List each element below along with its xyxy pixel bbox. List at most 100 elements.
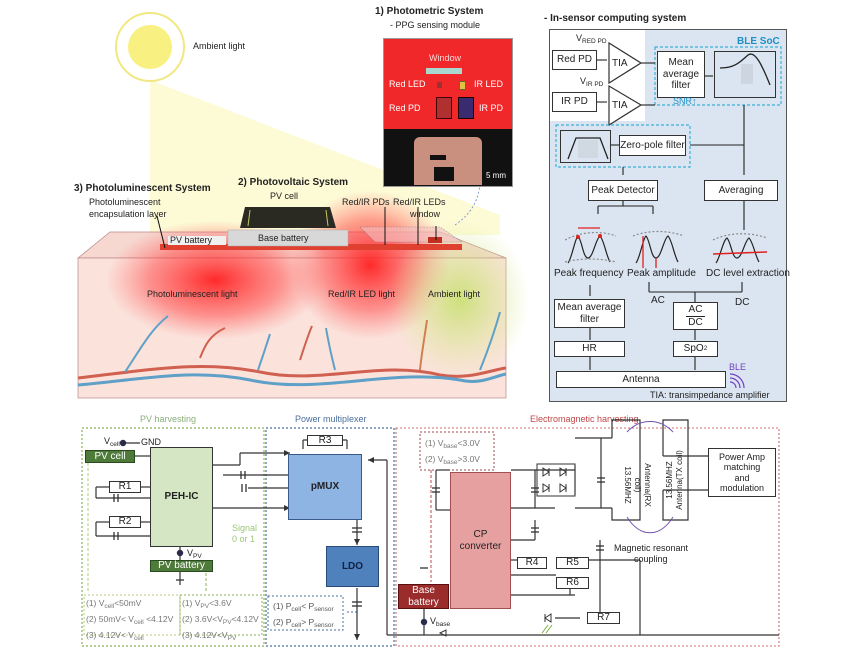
cell-condition-2: (2) 50mV< Vcell <4.12V	[86, 614, 174, 626]
em-harvesting-region	[395, 427, 780, 647]
peak-detector-block: Peak Detector	[588, 180, 658, 201]
pv-battery-label: PV battery	[170, 235, 213, 245]
vbase-condition-1: (1) Vbase<3.0V	[425, 438, 480, 450]
ble-soc-label: BLE SoC	[737, 36, 780, 47]
cell-conditions-list: (1) Vcell<50mV (2) 50mV< Vcell <4.12V (3…	[86, 597, 173, 645]
r5-resistor: R5	[556, 557, 589, 569]
bandpass-filter-shape-block	[560, 130, 611, 163]
pmux-block: pMUX	[288, 454, 362, 520]
pv-cell-label: PV cell	[270, 191, 299, 201]
tia-triangle-2	[608, 84, 643, 127]
ppg-module-photo: Window Red LED IR LED Red PD IR PD 5 mm	[383, 38, 513, 187]
pv-condition-3: (3) 4.12V<VPV	[182, 630, 237, 642]
vbase-conditions-box	[419, 431, 495, 471]
red-led-label: Red LED	[389, 79, 426, 89]
ble-wireless-icon	[729, 373, 745, 389]
vbase-condition-2: (2) Vbase>3.0V	[425, 454, 480, 466]
power-mux-region	[265, 427, 395, 647]
ir-pd-block: IR PD	[552, 92, 597, 112]
pmux-condition-1: (1) Pcell< Psensor	[273, 601, 334, 613]
r6-resistor: R6	[556, 577, 589, 589]
snr-label: SNR↑	[673, 96, 697, 106]
peak-frequency-label: Peak frequency	[554, 268, 624, 279]
photometric-title: 1) Photometric System	[375, 6, 484, 17]
coupling-label-2: coupling	[634, 554, 668, 564]
cell-condition-3: (3) 4.12V< Vcell	[86, 630, 144, 642]
ir-pd-label: IR PD	[479, 103, 504, 113]
peh-ic-block: PEH-IC	[150, 447, 213, 547]
r3-resistor: R3	[307, 435, 343, 446]
vcell-label: Vcell	[104, 436, 120, 448]
averaging-block: Averaging	[704, 180, 778, 201]
pmux-conditions-box	[267, 595, 344, 631]
photovoltaic-title: 2) Photovoltaic System	[238, 177, 349, 188]
hr-block: HR	[554, 341, 625, 357]
base-battery-shape	[227, 229, 349, 247]
pv-battery-block: PV battery	[150, 560, 213, 572]
photometric-subtitle: - PPG sensing module	[390, 20, 481, 30]
in-sensor-title: - In-sensor computing system	[544, 13, 687, 24]
vpv-node	[176, 549, 184, 557]
led-light-label: Red/IR LED light	[328, 289, 396, 299]
red-pd-label: Red PD	[389, 103, 421, 113]
ir-led-label: IR LED	[474, 79, 504, 89]
vpv-label: VPV	[187, 548, 202, 560]
pv-cell-shape	[240, 207, 336, 228]
encapsulation-label-1: Photoluminescent	[89, 197, 161, 207]
base-battery-label: Base battery	[258, 233, 309, 243]
rx-coil	[611, 419, 641, 521]
skin-ambient-light-label: Ambient light	[428, 289, 481, 299]
peak-amplitude-label: Peak amplitude	[627, 268, 696, 279]
ldo-block: LDO	[326, 546, 379, 587]
antenna-block: Antenna	[556, 371, 726, 388]
ambient-light-label: Ambient light	[193, 41, 246, 51]
red-pd-block: Red PD	[552, 50, 597, 70]
ambient-light-beam	[150, 80, 500, 235]
dc-label: DC	[735, 297, 750, 308]
tia-note: TIA: transimpedance amplifier	[650, 390, 770, 400]
photoluminescent-title: 3) Photoluminescent System	[74, 183, 211, 194]
coupling-label-1: Magnetic resonant	[614, 543, 689, 553]
r1-resistor: R1	[109, 481, 141, 493]
leds-label: Red/IR LEDs	[393, 197, 446, 207]
dc-level-waveform	[712, 233, 768, 264]
pv-conditions-box	[179, 594, 263, 636]
snr-group	[654, 46, 782, 106]
pv-conditions-list: (1) VPV<3.6V (2) 3.6V<VPV<4.12V (3) 4.12…	[182, 597, 259, 645]
cell-condition-1: (1) Vcell<50mV	[86, 598, 142, 610]
v-red-pd-label: VRED PD	[576, 33, 607, 45]
pds-label: Red/IR PDs	[342, 197, 390, 207]
device-substrate	[160, 244, 462, 250]
tx-coil	[662, 419, 689, 521]
tia-label-1: TIA	[612, 58, 628, 69]
pmux-condition-2: (2) Pcell> Psensor	[273, 617, 334, 629]
pv-harvesting-title: PV harvesting	[140, 414, 197, 424]
peak-frequency-waveform	[564, 231, 617, 264]
power-mux-title: Power multiplexer	[295, 414, 367, 424]
vbase-label: Vbase	[430, 616, 451, 628]
scale-bar-label: 5 mm	[486, 171, 506, 180]
pv-condition-1: (1) VPV<3.6V	[182, 598, 232, 610]
encapsulation-label-2: encapsulation layer	[89, 209, 167, 219]
pv-battery-shape	[168, 236, 226, 245]
vbase-node	[420, 618, 428, 626]
vcell-node	[119, 439, 127, 447]
signal-label-1: Signal	[232, 523, 258, 533]
vbase-conditions-list: (1) Vbase<3.0V (2) Vbase>3.0V	[425, 437, 480, 469]
ac-label: AC	[651, 295, 665, 306]
pv-condition-2: (2) 3.6V<VPV<4.12V	[182, 614, 259, 626]
r4-resistor: R4	[517, 557, 547, 569]
tia-triangle-1	[608, 41, 643, 85]
photoluminescent-light-label: Photoluminescent light	[147, 289, 238, 299]
ble-label: BLE	[729, 362, 747, 372]
dc-extraction-label: DC level extraction	[706, 268, 790, 279]
